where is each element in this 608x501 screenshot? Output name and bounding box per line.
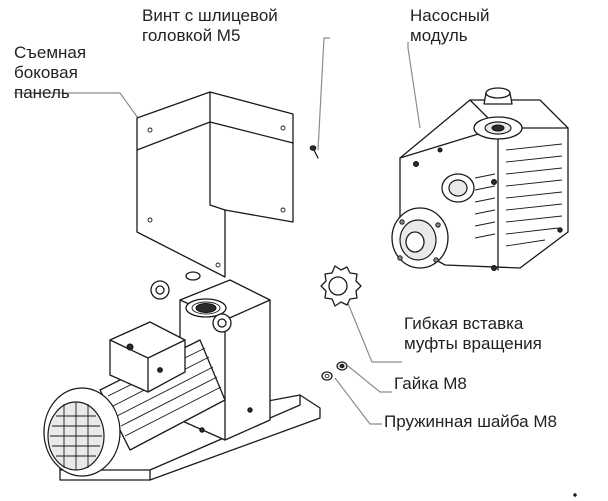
pump-module bbox=[391, 87, 569, 271]
label-spring-washer-text: Пружинная шайба М8 bbox=[384, 412, 557, 431]
leader-coupling-insert bbox=[344, 295, 402, 363]
label-screw-line-2: головкой М5 bbox=[142, 26, 241, 45]
motor-assembly bbox=[43, 271, 321, 481]
label-pump-module-line-1: Насосный bbox=[410, 6, 490, 25]
leader-screw bbox=[317, 37, 330, 151]
label-coupling-insert-line-2: муфты вращения bbox=[404, 334, 542, 353]
spring-washer-m8 bbox=[321, 371, 333, 381]
label-screw: Винт с шлицевой головкой М5 bbox=[142, 6, 278, 46]
nut-m8 bbox=[336, 361, 348, 371]
leader-lines bbox=[14, 37, 421, 425]
side-panel bbox=[136, 91, 294, 278]
label-pump-module: Насосный модуль bbox=[410, 6, 489, 46]
leader-pump-module bbox=[407, 42, 421, 129]
label-side-panel: Съемная боковая панель bbox=[14, 43, 86, 103]
label-nut-text: Гайка М8 bbox=[394, 374, 467, 393]
label-coupling-insert: Гибкая вставка муфты вращения bbox=[404, 314, 542, 354]
coupling-insert bbox=[320, 265, 362, 307]
leader-side-panel bbox=[14, 92, 139, 119]
label-side-panel-line-1: Съемная bbox=[14, 43, 87, 62]
label-pump-module-line-2: модуль bbox=[410, 26, 468, 45]
label-screw-line-1: Винт с шлицевой bbox=[142, 6, 278, 25]
screw-m5 bbox=[309, 145, 319, 159]
label-side-panel-line-3: панель bbox=[14, 83, 70, 102]
label-nut: Гайка М8 bbox=[394, 374, 467, 394]
label-side-panel-line-2: боковая bbox=[14, 63, 78, 82]
corner-mark bbox=[573, 493, 577, 497]
label-spring-washer: Пружинная шайба М8 bbox=[384, 412, 557, 432]
leader-nut bbox=[347, 365, 392, 393]
leader-spring-washer bbox=[334, 377, 382, 425]
label-coupling-insert-line-1: Гибкая вставка bbox=[404, 314, 524, 333]
